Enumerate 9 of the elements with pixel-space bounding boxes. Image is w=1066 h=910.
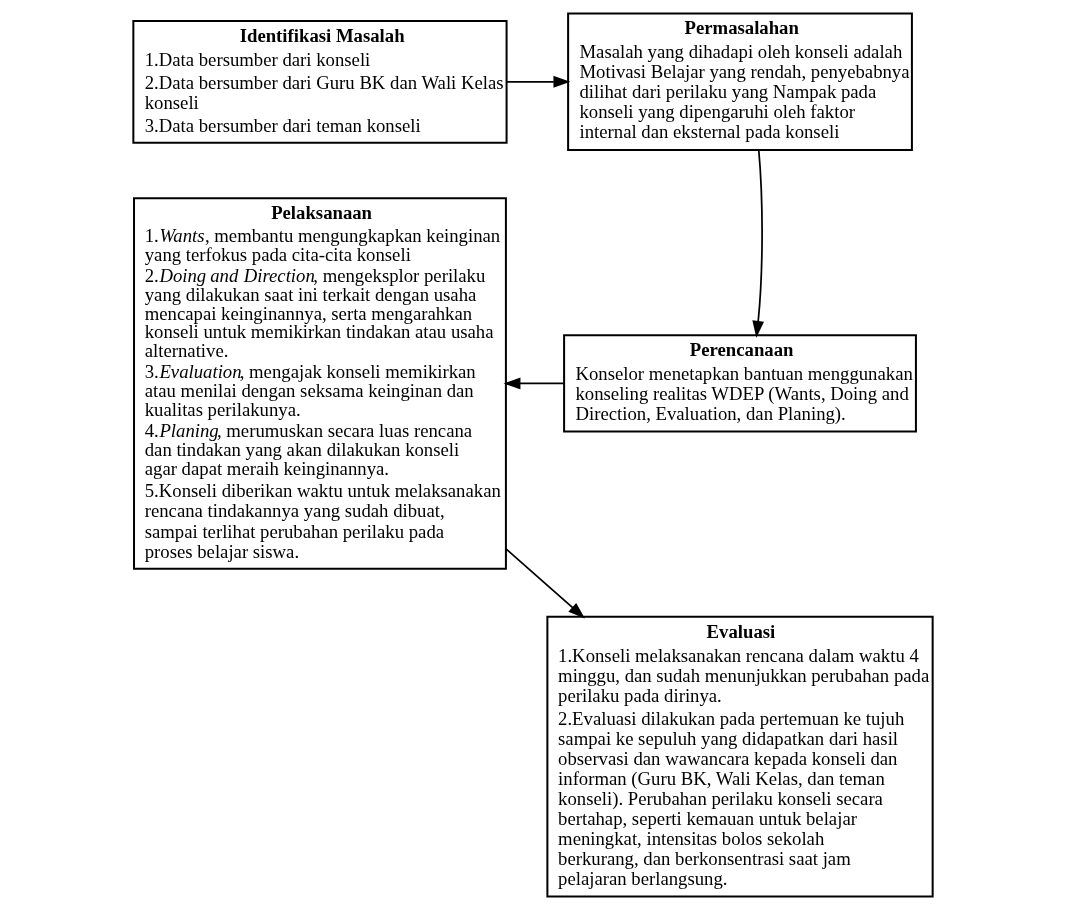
node-box: Identifikasi Masalah 1.Data bersumber dari konseli 2.Data bersumber dari Guru BK dan Wali Kelas konseli 3.Data bersumber dari teman konseli (132, 19, 508, 144)
node-box: Evaluasi 1.Konseli melaksanakan rencana dalam waktu 4 minggu, dan sudah menunjukkan perubahan pada perilaku pada dirinya. 2.Evaluasi dilakukan pada pertemuan ke tujuh sampai ke sepuluh yang didapatkan dari hasil observasi dan wawancara kepada konseli dan informan (Guru BK, Wali Kelas, dan teman konseli). Perubahan perilaku konseli secara bertahap, seperti kemauan untuk belajar meningkat, intensitas bolos sekolah berkurang, dan berkonsentrasi saat jam pelajaran berlangsung. (546, 615, 934, 898)
arrow (505, 548, 585, 619)
node-box: Perencanaan Konselor menetapkan bantuan menggunakan konseling realitas WDEP (Wants, Doing and Direction, Evaluation, dan Planing). (563, 334, 917, 433)
node-box: Permasalahan Masalah yang dihadapi oleh konseli adalah Motivasi Belajar yang rendah, penyebabnya dilihat dari perilaku yang Nampak pada konseli yang dipengaruhi oleh faktor internal dan eksternal pada konseli (567, 12, 913, 151)
arrow (503, 377, 565, 390)
arrow (505, 75, 571, 88)
node-box: Pelaksanaan 1.Wants, membantu mengungkapkan keinginan yang terfokus pada cita-cita konseli 2.Doing and Direction, mengeksplor perilaku yang dilakukan saat ini terkait dengan usaha mencapai keinginannya, serta mengarahkan konseli untuk memikirkan tindakan atau usaha alternative. 3.Evaluation, mengajak konseli memikirkan atau menilai dengan seksama keinginan dan kualitas perilakunya. 4.Planing, merumuskan secara luas rencana dan tindakan yang akan dilakukan konseli agar dapat meraih keinginannya. 5.Konseli diberikan waktu untuk melaksanakan rencana tindakannya yang sudah dibuat, sampai terlihat perubahan perilaku pada proses belajar siswa. (133, 197, 507, 570)
arrow (752, 149, 765, 338)
